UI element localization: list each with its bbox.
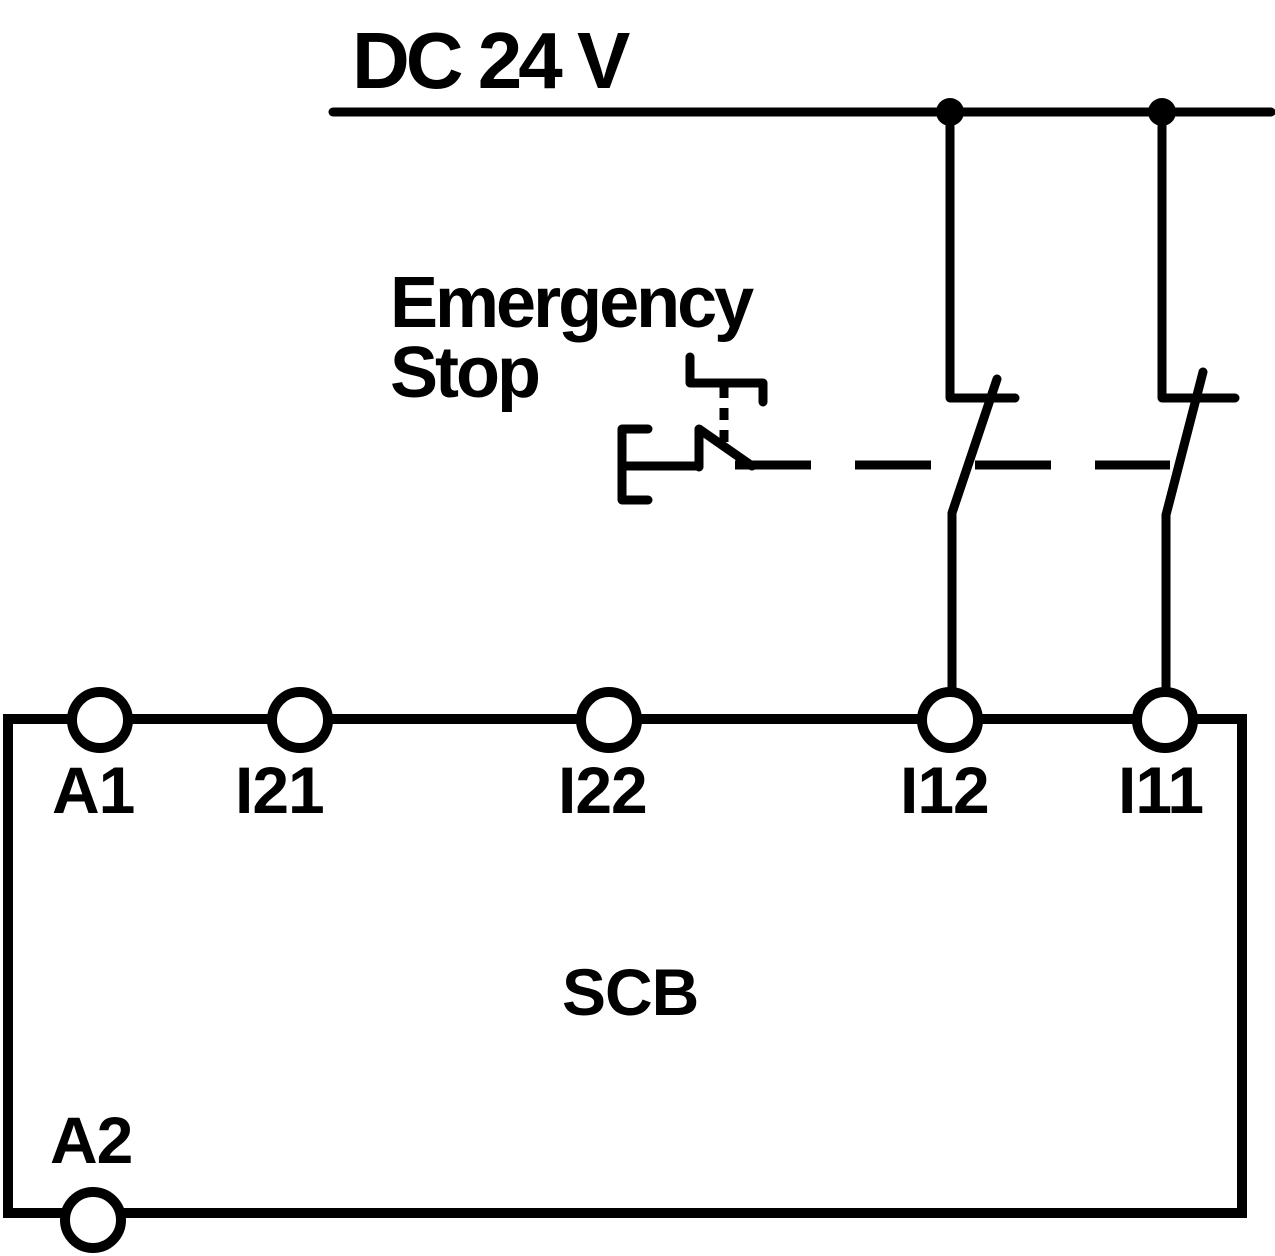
terminal-a2-label: A2 [50, 1103, 132, 1177]
estop-contact-blade [694, 424, 757, 472]
emergency-stop-symbol [617, 352, 768, 505]
i11-blade-and-lower-wire [1161, 367, 1208, 700]
terminal-circles [60, 687, 1198, 1253]
terminal-i22-circle [576, 687, 642, 753]
i12-upper-wire-and-fixed-bar [945, 107, 1020, 403]
i11-upper-wire-and-fixed-bar [1157, 107, 1240, 403]
terminal-i11-circle [1132, 687, 1198, 753]
scb-module-label: SCB [562, 955, 698, 1029]
terminal-i12-circle [917, 687, 983, 753]
terminal-i21-circle [267, 687, 333, 753]
emergency-stop-label-line1: Emergency [390, 263, 754, 343]
nc-contact-i12 [945, 107, 1020, 700]
emergency-stop-label-line2: Stop [390, 333, 539, 413]
terminal-i21-label: I21 [235, 753, 324, 827]
estop-actuator-head [685, 352, 768, 407]
terminal-a1-label: A1 [52, 753, 134, 827]
terminal-a1-circle [67, 687, 133, 753]
terminal-i11-label: I11 [1118, 753, 1203, 827]
nc-contact-i11 [1157, 107, 1240, 700]
terminal-i22-label: I22 [558, 753, 647, 827]
power-bus-label: DC 24 V [352, 16, 630, 105]
terminal-i12-label: I12 [900, 753, 989, 827]
diagram-linework [3, 98, 1275, 1253]
terminal-a2-circle [60, 1187, 126, 1253]
i12-blade-and-lower-wire [947, 374, 1002, 700]
